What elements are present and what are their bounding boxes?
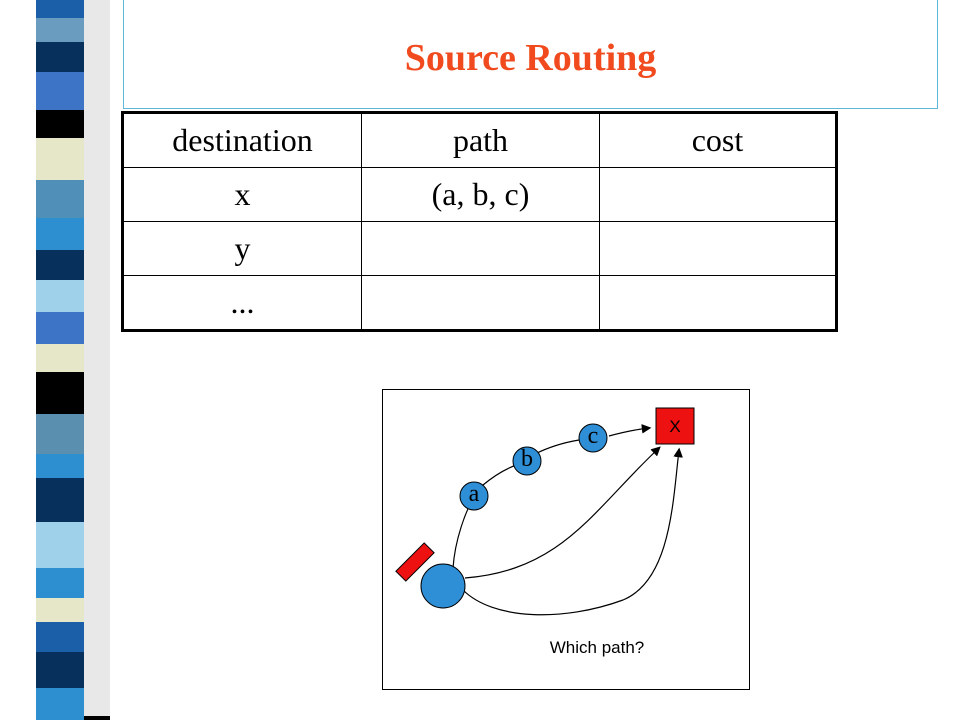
cell-destination: y [122, 221, 362, 276]
header-cost: cost [599, 112, 837, 168]
cell-path: (a, b, c) [361, 167, 600, 222]
destination-node [655, 407, 695, 445]
node-b [512, 446, 542, 476]
cell-destination: ... [122, 275, 362, 331]
path-direct-2 [462, 447, 683, 616]
diagram-caption: Which path? [549, 638, 645, 657]
routing-table: destination path cost x (a, b, c) y ... [121, 111, 838, 332]
network-diagram: a b c X Which path? [382, 389, 750, 690]
title-box: Source Routing [123, 0, 938, 109]
path-direct-1 [464, 446, 661, 579]
node-b-label: b [521, 446, 533, 472]
table-row: x (a, b, c) [122, 167, 837, 222]
header-path: path [361, 112, 600, 168]
node-c-label: c [587, 423, 599, 449]
cell-cost [599, 167, 837, 222]
destination-label: X [669, 417, 681, 436]
node-a [459, 481, 489, 511]
source-node [420, 563, 466, 609]
node-a-label: a [468, 481, 480, 507]
page-title: Source Routing [404, 37, 657, 79]
cell-cost [599, 275, 837, 331]
cell-path [361, 275, 600, 331]
diagram-canvas [395, 407, 695, 616]
edge-c-x [608, 424, 652, 437]
packet-icon [395, 542, 435, 582]
table-row: ... [122, 275, 837, 331]
cell-path [361, 221, 600, 276]
header-destination: destination [122, 112, 362, 168]
cell-destination: x [122, 167, 362, 222]
decorative-stripe [0, 0, 110, 720]
cell-cost [599, 221, 837, 276]
table-row: y [122, 221, 837, 276]
table-header-row: destination path cost [122, 112, 837, 168]
node-c [578, 423, 608, 453]
